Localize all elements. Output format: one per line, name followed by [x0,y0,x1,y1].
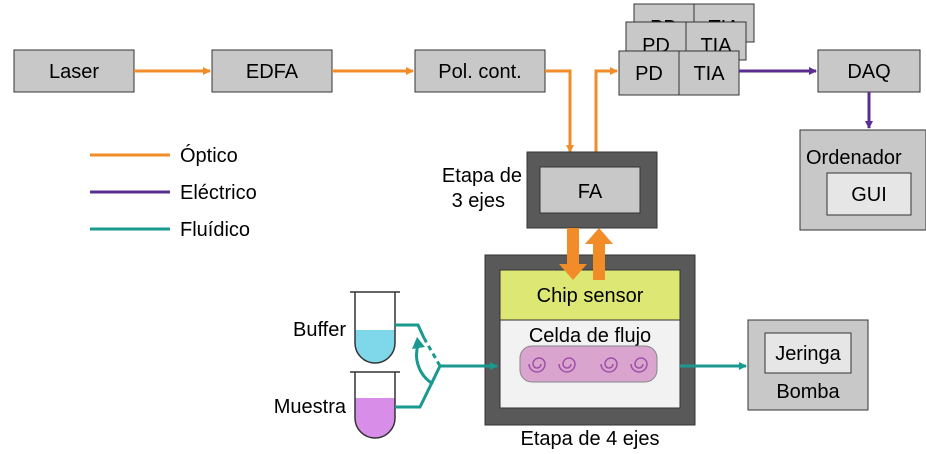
fa-label: FA [578,181,603,203]
pump-label: Bomba [776,381,840,403]
pd-tia-front: PD TIA [618,50,740,96]
legend-fluidic-label: Fluídico [180,219,250,241]
syringe-box [764,332,852,374]
chip-sensor-block [499,269,681,321]
laser-block: Laser [13,49,135,93]
down-coupling-arrow [559,228,587,280]
pd-label: PD [635,63,663,85]
legend: Óptico Eléctrico Fluídico [90,144,257,241]
valve-switch-arc [415,344,434,386]
edfa-block: EDFA [211,49,333,93]
buffer-tube-dashed [422,337,442,367]
buffer-label: Buffer [293,319,346,341]
pd-block [618,50,680,96]
four-axis-stage: Chip sensor Celda de flujo [484,254,696,426]
fa-chip-coupling-arrows [559,228,613,280]
four-axis-stage-label: Etapa de 4 ejes [521,428,660,450]
three-axis-stage-label-line1: Etapa de [442,165,522,187]
three-axis-stage: FA [526,151,658,229]
optical-link-fa-pd [594,67,618,155]
valve-switch-arrowhead [412,337,425,349]
fa-block [539,166,641,214]
pump-block: Jeringa Bomba [747,319,869,411]
chip-sensor-label: Chip sensor [537,285,644,307]
daq-label: DAQ [847,61,890,83]
edfa-label: EDFA [246,61,299,83]
up-coupling-arrow [585,228,613,280]
gui-label: GUI [851,184,887,206]
sample-vial [350,371,400,439]
sample-label: Muestra [274,396,347,418]
buffer-tube [395,323,426,339]
pol-cont-label: Pol. cont. [438,61,521,83]
legend-optical-label: Óptico [180,144,238,167]
three-axis-stage-label-line2: 3 ejes [452,190,505,212]
daq-block: DAQ [817,49,921,93]
gui-box [826,172,912,216]
tia-label: TIA [693,63,725,85]
sample-tube [395,362,498,409]
buffer-vial [350,291,400,364]
flow-channel [519,345,658,383]
flow-cell-label: Celda de flujo [529,325,651,347]
legend-electrical-label: Eléctrico [180,182,257,204]
computer-block: Ordenador GUI [799,129,926,231]
tia-block [678,50,740,96]
computer-label: Ordenador [806,147,902,169]
syringe-label: Jeringa [775,343,841,365]
laser-label: Laser [49,61,99,83]
fluidic-valve [395,323,498,409]
polarization-controller-block: Pol. cont. [414,49,546,93]
optical-link-polcont-fa [545,69,574,153]
spiral-resonators [528,357,648,373]
